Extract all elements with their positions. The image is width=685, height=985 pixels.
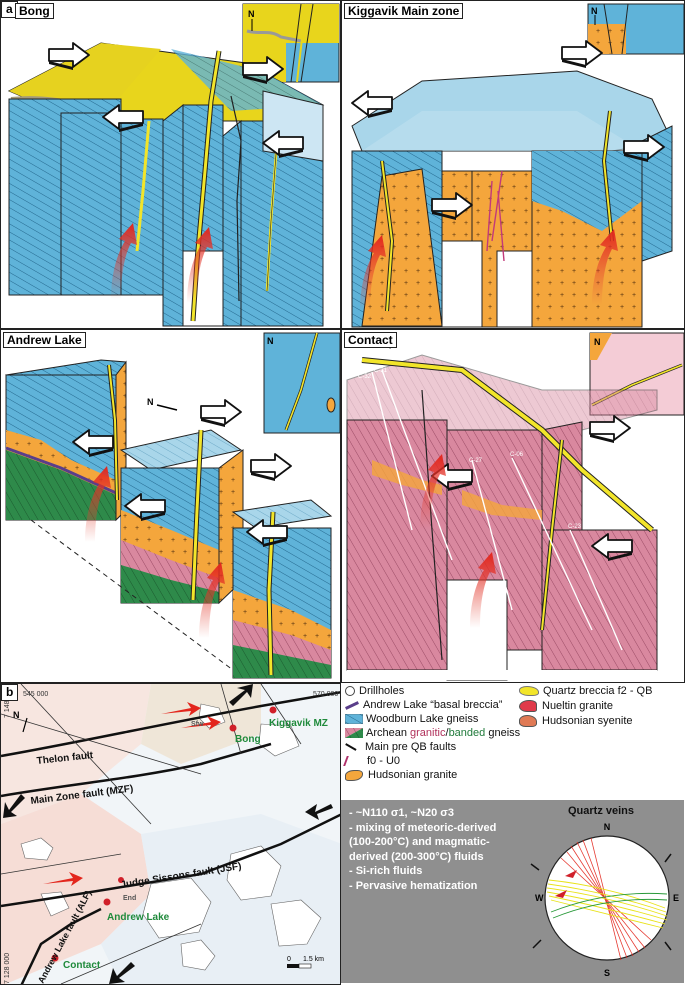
andrew-label: Andrew Lake xyxy=(3,332,86,348)
svg-text:S: S xyxy=(604,968,610,978)
stereonet: Quartz veins N E S W xyxy=(530,805,679,978)
svg-text:End: End xyxy=(123,895,136,902)
note-line: derived (200-300°C) fluids xyxy=(349,850,484,863)
bong-label: Bong xyxy=(15,3,54,19)
legend-hudsonian-granite: Hudsonian granite xyxy=(345,769,457,781)
bong-north-arrow: N xyxy=(248,9,255,31)
note-line: - Si-rich fluids xyxy=(349,865,423,877)
kiggavik-block-diagram: N xyxy=(351,3,684,328)
legend-nueltin: Nueltin granite xyxy=(519,700,613,713)
andrew-block-diagram: N N xyxy=(5,332,340,679)
svg-text:570 000: 570 000 xyxy=(313,691,338,698)
map-scale-bar: 0 1.5 km xyxy=(287,956,324,969)
syenite-icon xyxy=(519,715,537,728)
svg-text:N: N xyxy=(604,822,611,832)
svg-text:N: N xyxy=(267,336,274,346)
svg-text:Quartz veins: Quartz veins xyxy=(568,805,634,817)
svg-text:N: N xyxy=(13,710,20,720)
contact-label: Contact xyxy=(344,332,397,348)
panel-bong: N a Bong xyxy=(0,0,341,329)
svg-text:C-23: C-23 xyxy=(568,524,582,530)
note-line: - Pervasive hematization xyxy=(349,879,478,892)
kiggavik-label: Kiggavik Main zone xyxy=(344,3,464,19)
legend-archean: Archean granitic/banded gneiss xyxy=(345,727,520,739)
svg-text:Sfw: Sfw xyxy=(191,721,204,728)
svg-text:Andrew Lake: Andrew Lake xyxy=(107,912,170,923)
andrew-inset-map: N xyxy=(263,332,340,434)
fault-icon xyxy=(345,743,357,751)
drillhole-icon xyxy=(345,686,355,697)
legend-drillholes: Drillholes xyxy=(345,685,404,697)
svg-text:N: N xyxy=(147,397,154,407)
granite-icon xyxy=(345,769,363,781)
notes-list: - ~N110 σ1, ~N20 σ3 - mixing of meteoric… xyxy=(349,806,496,893)
svg-text:7 148 000: 7 148 000 xyxy=(4,687,11,718)
panel-contact: N C-31 C-32 C-27 C-06 C-23 Contact xyxy=(341,329,685,683)
svg-text:Contact: Contact xyxy=(63,960,101,971)
bong-block-diagram: N xyxy=(7,3,340,327)
svg-text:0: 0 xyxy=(287,956,291,963)
panel-andrew-lake: N N xyxy=(0,329,341,683)
svg-text:E: E xyxy=(673,893,679,903)
geological-map: 545 000 570 000 7 148 000 7 128 000 Thel… xyxy=(1,684,340,984)
notes-panel: - ~N110 σ1, ~N20 σ3 - mixing of meteoric… xyxy=(341,800,684,983)
svg-text:1.5 km: 1.5 km xyxy=(303,956,324,963)
svg-text:C-32: C-32 xyxy=(358,374,372,380)
note-line: (100-200°C) and magmatic- xyxy=(349,836,490,848)
svg-text:545 000: 545 000 xyxy=(23,691,48,698)
panel-kiggavik: N Kiggavik Main zone xyxy=(341,0,685,329)
note-line: - mixing of meteoric-derived xyxy=(349,821,497,834)
svg-text:N: N xyxy=(591,6,598,16)
legend-breccia: Andrew Lake “basal breccia” xyxy=(345,699,502,711)
kiggavik-north-arrow: N xyxy=(591,6,598,25)
svg-text:Kiggavik MZ: Kiggavik MZ xyxy=(269,718,328,729)
svg-text:N: N xyxy=(248,9,255,19)
f0-icon xyxy=(343,756,361,767)
svg-text:Bong: Bong xyxy=(235,734,261,745)
legend-quartz-breccia: Quartz breccia f2 - QB xyxy=(519,685,652,697)
map-north-arrow: N xyxy=(13,710,28,733)
svg-text:C-27: C-27 xyxy=(469,458,483,464)
legend-woodburn: Woodburn Lake gneiss xyxy=(344,713,478,725)
svg-text:C-06: C-06 xyxy=(510,452,524,458)
nueltin-icon xyxy=(519,700,537,713)
kiggavik-inset-map xyxy=(587,3,684,55)
svg-text:7 128 000: 7 128 000 xyxy=(4,953,11,984)
svg-text:C-31: C-31 xyxy=(374,368,388,374)
legend-syenite: Hudsonian syenite xyxy=(519,715,633,728)
legend-faults: Main pre QB faults xyxy=(345,741,456,753)
svg-text:N: N xyxy=(594,337,601,347)
panel-map: 545 000 570 000 7 148 000 7 128 000 Thel… xyxy=(0,683,341,985)
svg-text:W: W xyxy=(535,893,544,903)
legend: Drillholes Andrew Lake “basal breccia” W… xyxy=(341,683,684,799)
panel-b-tag: b xyxy=(1,684,19,701)
note-line: - ~N110 σ1, ~N20 σ3 xyxy=(349,807,454,819)
legend-f0: f0 - U0 xyxy=(343,755,400,767)
andrew-north-arrow: N xyxy=(147,397,178,411)
quartz-icon xyxy=(519,686,539,697)
breccia-icon xyxy=(345,700,359,710)
contact-block-diagram: N C-31 C-32 C-27 C-06 C-23 xyxy=(346,332,684,681)
